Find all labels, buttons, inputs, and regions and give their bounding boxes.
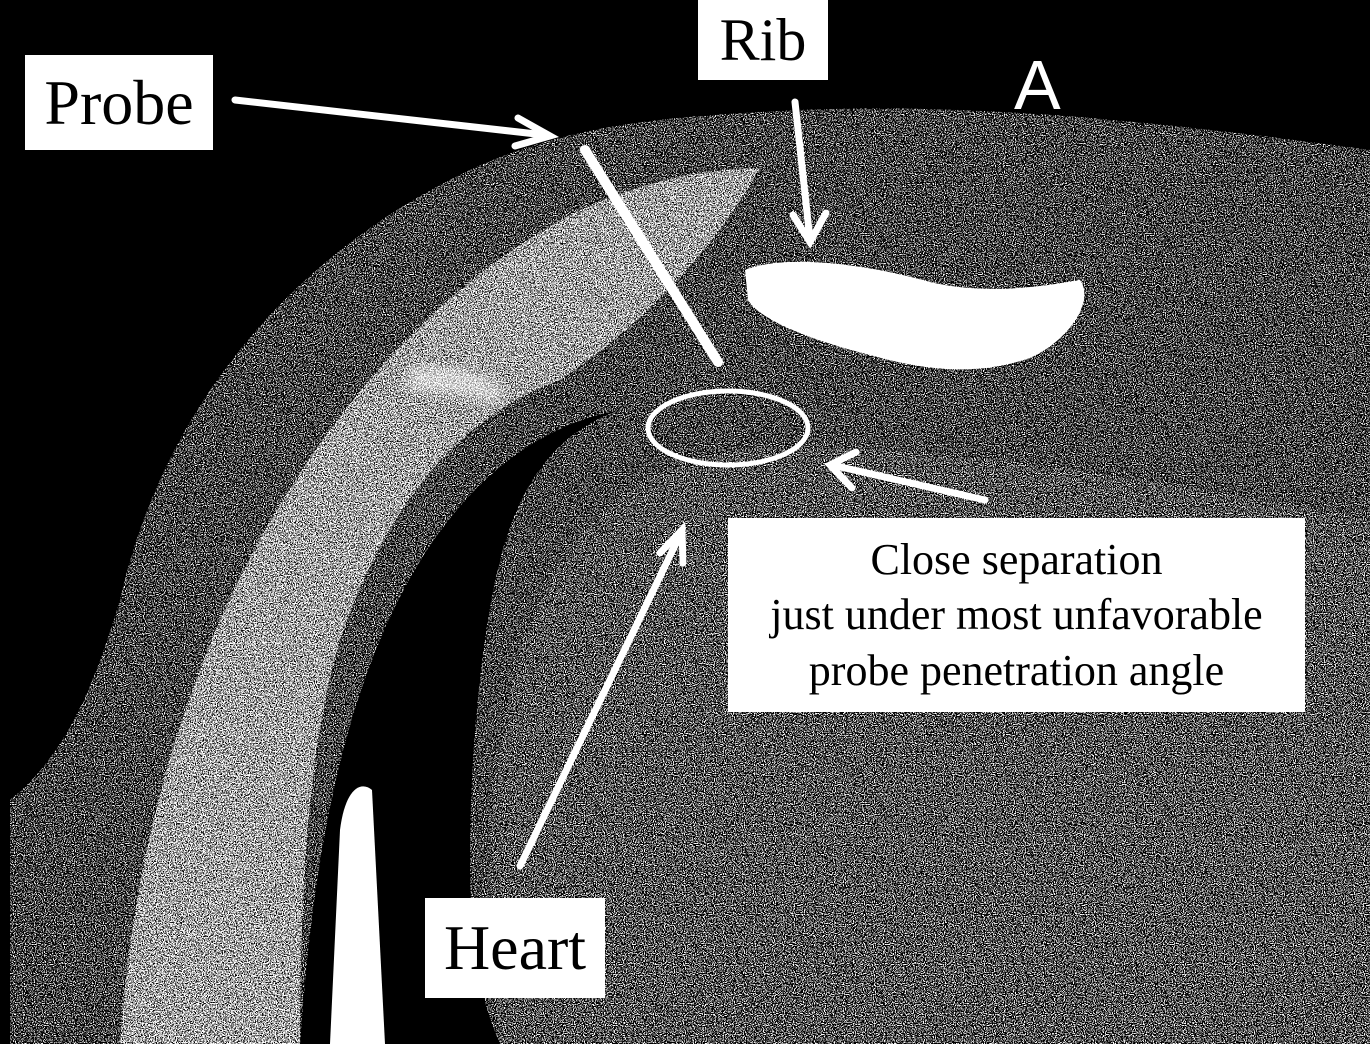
separation-label: Close separation just under most unfavor… bbox=[728, 518, 1305, 712]
separation-label-line1: Close separation bbox=[870, 532, 1162, 587]
heart-label: Heart bbox=[425, 898, 605, 998]
orientation-marker: A bbox=[1014, 50, 1061, 120]
separation-label-line2: just under most unfavorable bbox=[770, 587, 1262, 642]
probe-label: Probe bbox=[25, 55, 213, 150]
separation-label-line3: probe penetration angle bbox=[809, 643, 1224, 698]
rib-label: Rib bbox=[698, 0, 828, 80]
